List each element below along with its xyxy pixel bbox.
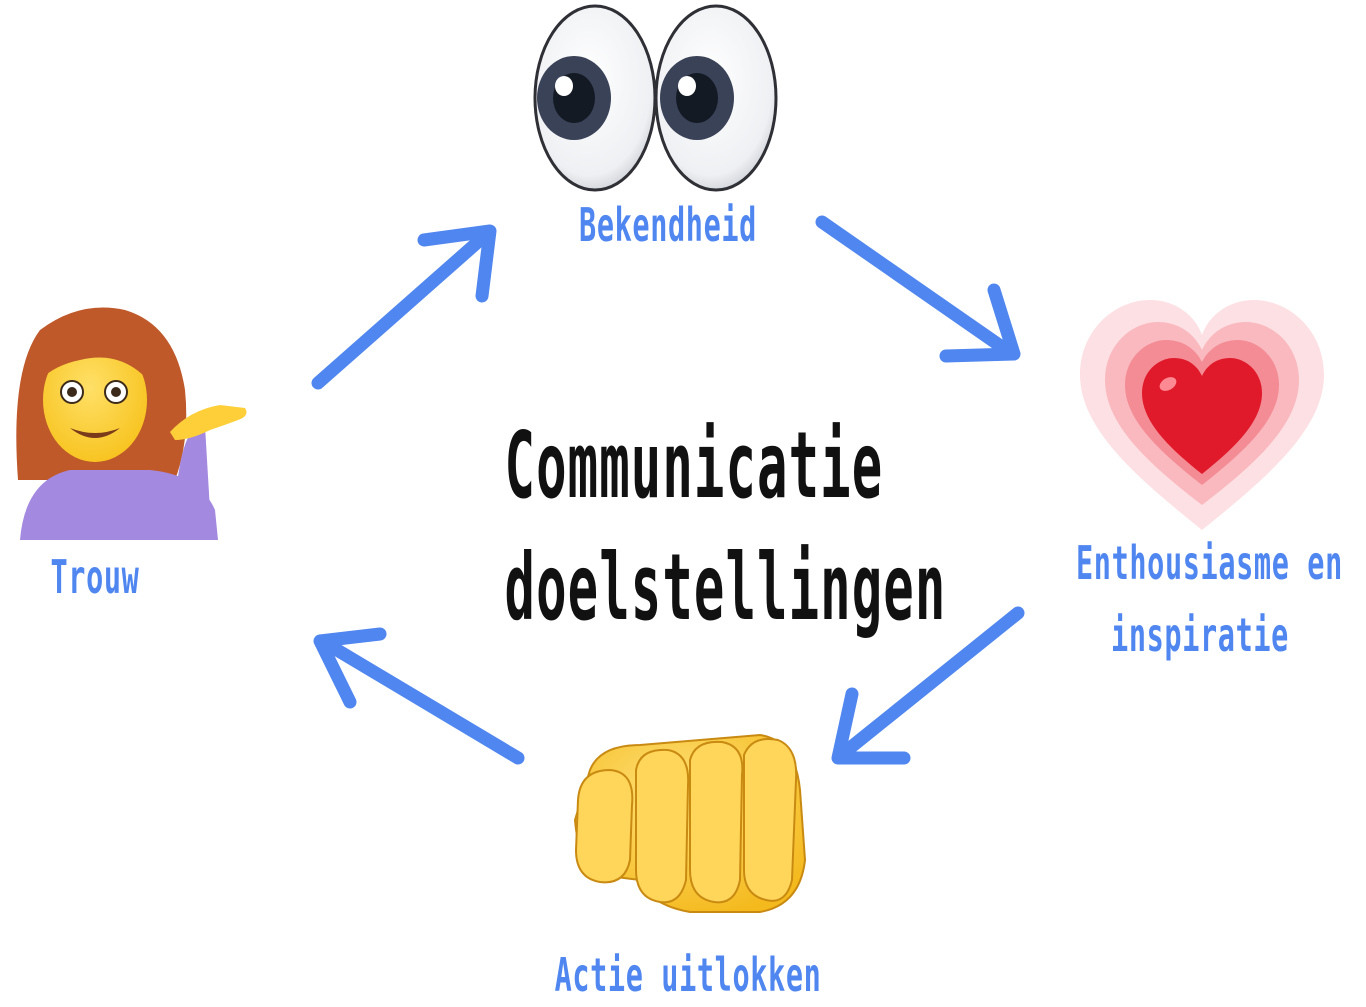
- title-line-1: Communicatie: [504, 412, 884, 519]
- growing-heart-icon: [1080, 300, 1324, 530]
- label-actie-uitlokken: Actie uitlokken: [554, 948, 822, 1002]
- label-enthousiasme-line1: Enthousiasme en: [1076, 536, 1343, 590]
- arrow-actie-to-trouw: [313, 627, 525, 765]
- arrow-enthousiasme-to-actie: [831, 606, 1025, 765]
- woman-tipping-hand-icon: [16, 307, 247, 540]
- eyes-icon: [533, 4, 778, 192]
- label-trouw: Trouw: [50, 550, 140, 604]
- label-enthousiasme-line2: inspiratie: [1111, 608, 1289, 662]
- fist-icon: [573, 733, 807, 913]
- arrow-bekendheid-to-enthousiasme: [815, 215, 1021, 363]
- label-bekendheid: Bekendheid: [579, 198, 757, 252]
- arrow-trouw-to-bekendheid: [311, 224, 497, 390]
- title-line-2: doelstellingen: [504, 534, 947, 641]
